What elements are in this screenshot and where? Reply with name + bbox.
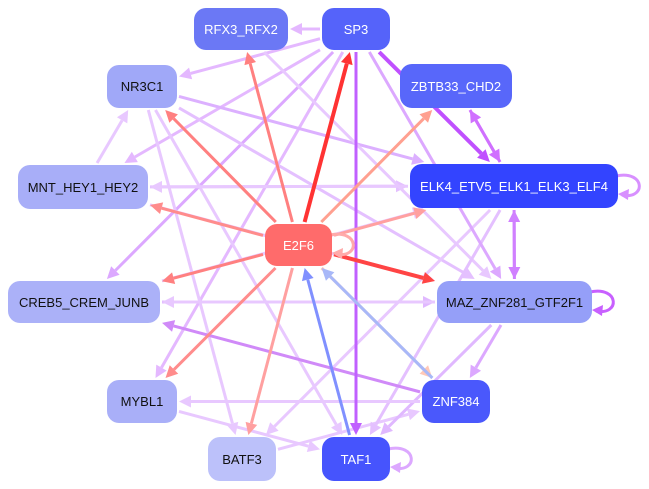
node-label: CREB5_CREM_JUNB bbox=[18, 294, 150, 310]
edge-48 bbox=[387, 446, 413, 473]
node-label: ZBTB33_CHD2 bbox=[410, 78, 502, 94]
node-batf3[interactable]: BATF3 bbox=[208, 437, 276, 481]
edge-4 bbox=[290, 23, 320, 35]
edge-14 bbox=[150, 180, 409, 193]
edge-46 bbox=[615, 173, 641, 200]
edge-16 bbox=[277, 408, 420, 451]
edge-41 bbox=[333, 207, 427, 237]
node-label: ELK4_ETV5_ELK1_ELK3_ELF4 bbox=[420, 178, 608, 194]
edge-34 bbox=[165, 110, 277, 224]
edge-38 bbox=[245, 267, 294, 435]
node-rfx3-rfx2[interactable]: RFX3_RFX2 bbox=[194, 8, 288, 50]
edge-0 bbox=[179, 37, 321, 80]
edge-1 bbox=[124, 48, 321, 163]
edge-44 bbox=[321, 268, 434, 380]
edge-25 bbox=[350, 52, 362, 435]
node-label: MAZ_ZNF281_GTF2F1 bbox=[445, 294, 584, 310]
edge-5 bbox=[178, 94, 425, 165]
node-elk4-etv5-elk1-elk3-elf4[interactable]: ELK4_ETV5_ELK1_ELK3_ELF4 bbox=[410, 164, 618, 208]
edge-20 bbox=[265, 208, 492, 435]
edge-13 bbox=[162, 296, 435, 308]
node-label: BATF3 bbox=[222, 451, 262, 467]
edge-40 bbox=[320, 110, 433, 224]
edge-39 bbox=[333, 252, 435, 284]
node-mybl1[interactable]: MYBL1 bbox=[107, 380, 177, 423]
node-label: SP3 bbox=[343, 21, 369, 37]
node-zbtb33-chd2[interactable]: ZBTB33_CHD2 bbox=[400, 64, 512, 108]
node-label: NR3C1 bbox=[120, 79, 164, 94]
node-label: MYBL1 bbox=[120, 394, 164, 409]
edge-15 bbox=[178, 409, 320, 453]
node-nr3c1[interactable]: NR3C1 bbox=[107, 65, 177, 108]
node-label: E2F6 bbox=[282, 237, 315, 253]
edge-10 bbox=[95, 110, 129, 164]
node-label: MNT_HEY1_HEY2 bbox=[27, 179, 139, 195]
edge-19 bbox=[380, 323, 493, 435]
edge-21 bbox=[179, 395, 420, 408]
edge-43 bbox=[301, 268, 352, 436]
edge-17 bbox=[262, 50, 492, 279]
edge-36 bbox=[162, 252, 264, 284]
edge-37 bbox=[165, 266, 277, 378]
node-mnt-hey1-hey2[interactable]: MNT_HEY1_HEY2 bbox=[18, 165, 148, 209]
edge-2 bbox=[106, 50, 335, 279]
edge-24 bbox=[162, 320, 421, 394]
edge-3 bbox=[155, 51, 345, 378]
edge-6 bbox=[178, 106, 475, 279]
edge-23 bbox=[469, 324, 503, 378]
edge-45 bbox=[329, 232, 355, 259]
edge-47 bbox=[589, 289, 615, 316]
node-sp3[interactable]: SP3 bbox=[322, 8, 390, 50]
node-label: ZNF384 bbox=[432, 394, 480, 409]
node-maz-znf281-gtf2f1[interactable]: MAZ_ZNF281_GTF2F1 bbox=[437, 281, 592, 323]
edge-33 bbox=[244, 52, 294, 223]
node-znf384[interactable]: ZNF384 bbox=[422, 380, 490, 423]
node-label: TAF1 bbox=[340, 451, 372, 467]
edge-31 bbox=[368, 51, 502, 279]
node-creb5-crem-junb[interactable]: CREB5_CREM_JUNB bbox=[8, 281, 160, 323]
edge-32 bbox=[302, 52, 353, 223]
node-e2f6[interactable]: E2F6 bbox=[265, 224, 332, 266]
edge-35 bbox=[150, 202, 264, 237]
node-taf1[interactable]: TAF1 bbox=[322, 437, 390, 481]
node-label: RFX3_RFX2 bbox=[204, 21, 278, 37]
edge-28 bbox=[469, 110, 502, 163]
edge-30 bbox=[508, 210, 521, 280]
edge-22 bbox=[146, 109, 239, 435]
